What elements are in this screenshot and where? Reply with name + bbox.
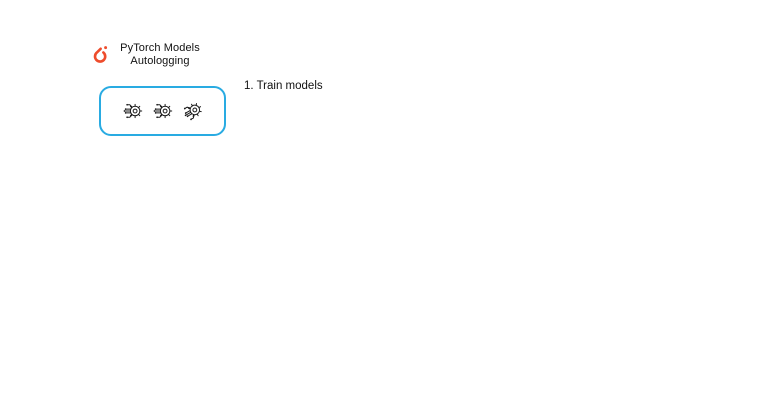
diagram-title: PyTorch Models Autologging bbox=[110, 42, 210, 67]
pytorch-flame-icon bbox=[92, 44, 109, 65]
pytorch-models-box bbox=[99, 86, 226, 136]
title-line-2: Autologging bbox=[130, 54, 190, 67]
neural-model-icon bbox=[122, 100, 144, 122]
neural-model-icon bbox=[182, 100, 204, 122]
step-label-train-models: 1. Train models bbox=[244, 80, 323, 92]
neural-model-icon bbox=[152, 100, 174, 122]
title-line-1: PyTorch Models bbox=[120, 42, 200, 54]
